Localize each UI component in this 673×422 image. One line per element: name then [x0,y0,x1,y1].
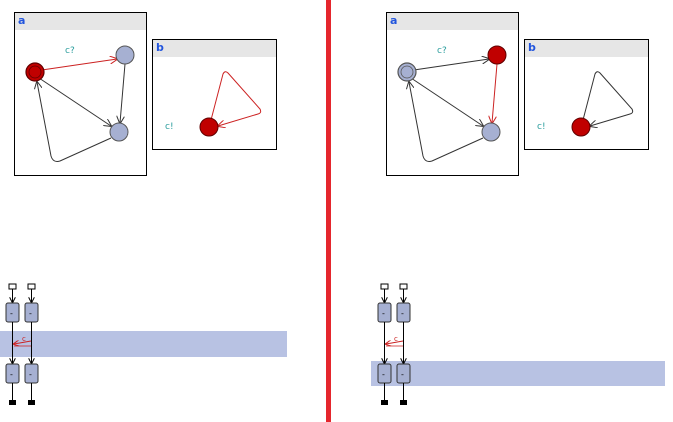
edge-top-right-to-bottom-right[interactable] [492,63,498,123]
lifeline-head [399,283,408,290]
message-label: c [394,335,398,343]
edge-top-right-to-bottom-right[interactable] [120,63,126,123]
edge-self-loop[interactable] [582,71,634,126]
message-label: c [22,335,26,343]
lifeline-head [27,283,36,290]
state-top-right[interactable] [487,45,507,65]
lifeline-end [381,400,388,405]
scene-left: a c? b c! [0,0,326,422]
state-box-label: - [401,370,404,379]
edge-start-to-bottom-right[interactable] [38,77,111,126]
state-b[interactable] [199,117,219,137]
panel-header [387,13,518,30]
state-top-right[interactable] [115,45,135,65]
state-box-label: - [382,370,385,379]
message-arrow[interactable] [386,341,404,344]
process-a-title: a [18,14,26,27]
state-box-label: - [401,309,404,318]
lifeline-end [28,400,35,405]
state-start-inner-ring [400,65,414,79]
process-b-graph: c! [537,71,634,137]
process-b-title: b [528,41,536,54]
edge-start-to-bottom-right[interactable] [410,77,483,126]
lifeline-head [8,283,17,290]
state-box-label: - [382,309,385,318]
edge-bottom-right-to-start[interactable] [37,82,112,162]
sequence-chart: - - c - - [377,283,411,405]
edge-start-to-top-right[interactable] [34,59,117,72]
edge-start-to-top-right[interactable] [406,59,489,72]
state-box-label: - [10,370,13,379]
panel-header [153,40,276,57]
process-a-title: a [390,14,398,27]
process-b-title: b [156,41,164,54]
scene-right: a c? b c! [331,0,665,422]
edge-label: c? [437,46,447,56]
panel-header [525,40,648,57]
highlight-band [371,361,665,386]
edge-bottom-right-to-start[interactable] [409,82,484,162]
lifeline-head [380,283,389,290]
state-b[interactable] [571,117,591,137]
process-a-panel[interactable]: a c? [386,12,519,176]
highlight-band [0,331,287,357]
state-bottom-right[interactable] [109,122,129,142]
process-b-panel[interactable]: b c! [524,39,649,150]
message-arrow[interactable] [14,341,32,344]
state-box-label: - [29,309,32,318]
edge-label: c! [537,122,546,132]
divider [326,0,331,422]
state-start-inner-ring [28,65,42,79]
panel-header [15,13,146,30]
lifeline-end [400,400,407,405]
edge-label: c? [65,46,75,56]
sequence-chart: - - c - - [5,283,39,405]
process-b-graph: c! [165,71,262,137]
state-box-label: - [10,309,13,318]
edge-label: c! [165,122,174,132]
state-bottom-right[interactable] [481,122,501,142]
process-a-graph: c? [397,45,507,162]
lifeline-end [9,400,16,405]
process-b-panel[interactable]: b c! [152,39,277,150]
state-box-label: - [29,370,32,379]
process-a-graph: c? [25,45,135,162]
process-a-panel[interactable]: a c? [14,12,147,176]
edge-self-loop[interactable] [210,71,262,126]
